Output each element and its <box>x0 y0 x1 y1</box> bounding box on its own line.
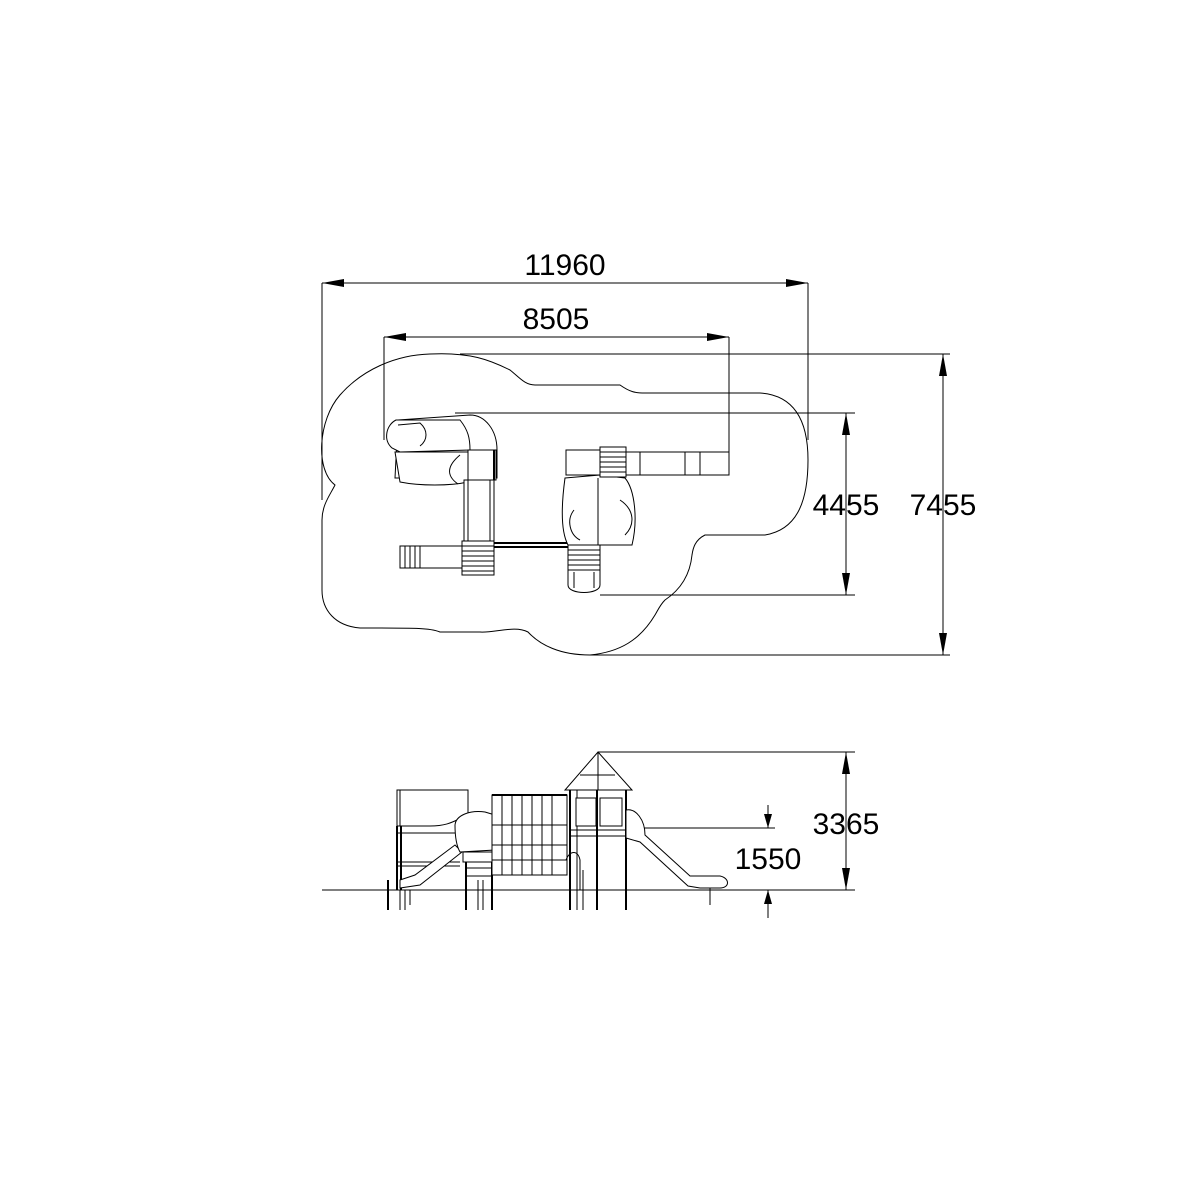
dimension-equipment-depth: 4455 <box>455 412 880 596</box>
middle-tower-elevation <box>454 811 496 910</box>
dim-label-4455: 4455 <box>813 489 880 522</box>
dimension-overall-width: 11960 <box>321 249 809 500</box>
dimension-total-height: 3365 <box>598 751 880 890</box>
dim-label-7455: 7455 <box>910 489 977 522</box>
right-tower-plan <box>561 446 730 546</box>
elevation-view: 3365 1550 <box>322 751 880 918</box>
left-tower-elevation <box>387 789 469 910</box>
dim-label-1550: 1550 <box>735 843 802 876</box>
dimension-equipment-width: 8505 <box>383 303 730 460</box>
dimension-platform-height: 1550 <box>630 805 801 918</box>
left-walkway-plan <box>463 479 495 544</box>
safety-zone-outline <box>321 353 809 656</box>
plan-view: 11960 8505 4455 7455 <box>321 249 977 656</box>
dimension-overall-depth: 7455 <box>460 353 977 656</box>
right-tower-elevation <box>563 751 634 910</box>
bridge-plan <box>494 542 570 548</box>
right-slide-plan <box>567 544 601 593</box>
left-bottom-platform-plan <box>399 540 495 576</box>
dim-label-11960: 11960 <box>524 249 605 282</box>
dim-label-3365: 3365 <box>813 808 880 841</box>
left-tower-plan <box>386 414 498 486</box>
dim-label-8505: 8505 <box>523 303 590 336</box>
right-slide-elevation <box>625 809 728 905</box>
net-bridge-elevation <box>491 794 568 876</box>
